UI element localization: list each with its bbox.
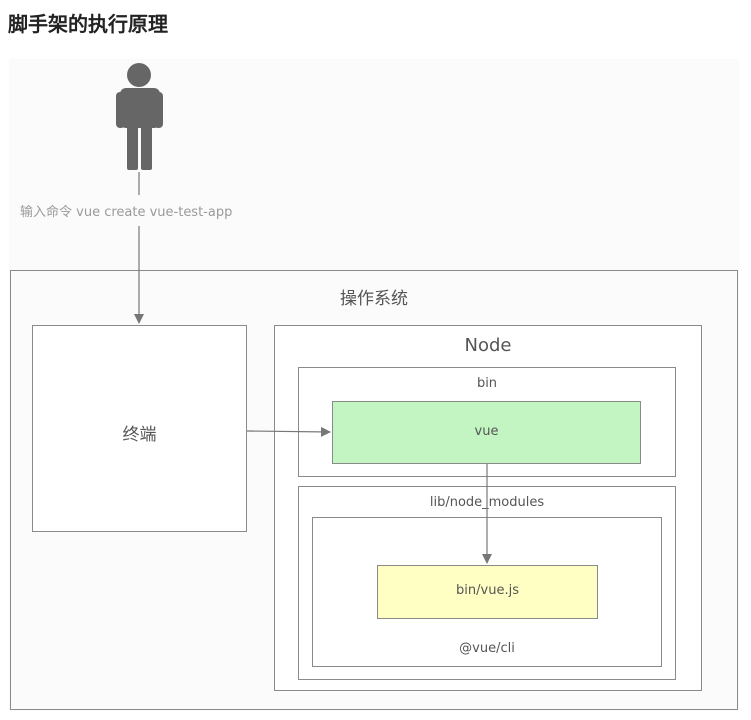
terminal-box <box>32 325 247 532</box>
terminal-label: 终端 <box>122 425 157 445</box>
node-label: Node <box>464 335 512 356</box>
command-label: 输入命令 vue create vue-test-app <box>20 205 233 220</box>
bin-label: bin <box>476 376 498 391</box>
page-title: 脚手架的执行原理 <box>8 12 168 36</box>
os-label: 操作系统 <box>340 289 408 309</box>
person-icon <box>116 63 163 170</box>
vue-node <box>332 401 641 464</box>
cli-label: @vue/cli <box>459 641 515 656</box>
vuejs-label: bin/vue.js <box>456 583 519 598</box>
arrow-terminal-to-vue <box>246 426 331 437</box>
vuejs-node <box>377 565 598 619</box>
os-box <box>10 270 738 710</box>
vue-label: vue <box>474 424 499 439</box>
